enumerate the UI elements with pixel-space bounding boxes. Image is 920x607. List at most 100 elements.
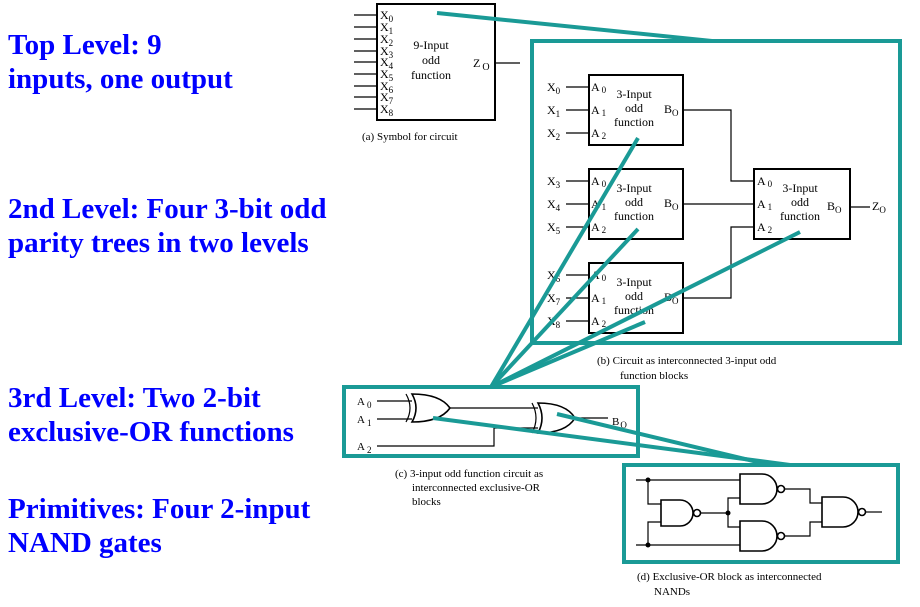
level-2nd-line-2: parity trees in two levels: [8, 227, 309, 259]
panel-a-symbol: X0 X1 X2 X3 X4 X5 X6 X7 X8 9-Input odd f…: [354, 3, 520, 143]
level-2nd-description: 2nd Level: Four 3-bit odd parity trees i…: [8, 192, 327, 260]
xor-gate-2: [531, 402, 576, 434]
connector-b2-to-c: [489, 227, 640, 389]
input-label-x0: X0: [380, 8, 394, 24]
svg-text:odd: odd: [791, 195, 809, 209]
frame-panel-b: [530, 39, 902, 345]
panel-a-input-labels: X0 X1 X2 X3 X4 X5 X6 X7 X8: [380, 8, 394, 118]
nand-gate-1: [660, 499, 702, 527]
level-primitives-line-2: NAND gates: [8, 527, 162, 559]
input-label-x5: X5: [380, 67, 394, 83]
svg-text:3-Input: 3-Input: [616, 275, 652, 289]
caption-b: (b) Circuit as interconnected 3-input od…: [597, 355, 777, 382]
svg-text:blocks: blocks: [412, 496, 441, 508]
svg-text:A1: A1: [591, 103, 606, 118]
highlight-overlays: [342, 11, 902, 564]
level-top-description: Top Level: 9 inputs, one output: [8, 28, 233, 96]
svg-text:X5: X5: [547, 220, 561, 236]
svg-text:odd: odd: [625, 289, 643, 303]
svg-text:interconnected exclusive-OR: interconnected exclusive-OR: [412, 482, 541, 494]
svg-text:A0: A0: [757, 174, 773, 189]
svg-text:odd: odd: [625, 101, 643, 115]
svg-text:X0: X0: [547, 80, 561, 96]
svg-text:(c) 3-input odd function circu: (c) 3-input odd function circuit as: [395, 468, 543, 480]
svg-text:BO: BO: [664, 196, 679, 212]
xor-output-bo-label: BO: [612, 416, 627, 430]
level-top-line-1: Top Level: 9: [8, 29, 162, 61]
input-label-x2: X2: [380, 32, 393, 48]
junction-dot: [645, 542, 651, 548]
panel-d-circuit: (d) Exclusive-OR block as interconnected…: [636, 473, 882, 598]
connector-a-to-b: [436, 11, 713, 43]
svg-text:function: function: [614, 115, 654, 129]
svg-text:3-Input: 3-Input: [782, 181, 818, 195]
nand-gate-4: [821, 496, 867, 528]
svg-text:(b) Circuit as interconnected: (b) Circuit as interconnected 3-input od…: [597, 355, 777, 367]
final-output-label: ZO: [872, 199, 886, 215]
svg-text:odd: odd: [625, 195, 643, 209]
level-3rd-line-2: exclusive-OR functions: [8, 416, 294, 448]
nand-gate-3: [739, 520, 786, 552]
svg-text:X6: X6: [547, 268, 561, 284]
caption-c: (c) 3-input odd function circuit as inte…: [395, 468, 543, 508]
nine-input-block-label: 9-Input odd function: [411, 38, 451, 82]
panel-b-interconnect-wires: [683, 109, 754, 299]
svg-text:A2: A2: [591, 220, 606, 235]
level-top-line-2: inputs, one output: [8, 63, 233, 95]
svg-text:BO: BO: [664, 102, 679, 118]
svg-text:function: function: [614, 303, 654, 317]
block-label-line-3: function: [411, 68, 451, 82]
block-label-line-1: 9-Input: [413, 38, 449, 52]
level-primitives-description: Primitives: Four 2-input NAND gates: [8, 492, 310, 560]
svg-text:A1: A1: [757, 197, 772, 212]
level-3rd-description: 3rd Level: Two 2-bit exclusive-OR functi…: [8, 381, 294, 449]
nine-input-block: [376, 3, 496, 121]
svg-text:A2: A2: [591, 126, 606, 141]
frame-panel-d: [622, 463, 900, 564]
svg-text:X4: X4: [547, 197, 561, 213]
connector-b4-to-c: [490, 230, 801, 389]
svg-text:function blocks: function blocks: [620, 370, 688, 382]
svg-text:3-Input: 3-Input: [616, 87, 652, 101]
input-label-x1: X1: [380, 20, 393, 36]
svg-text:A0: A0: [591, 80, 607, 95]
level-2nd-line-1: 2nd Level: Four 3-bit odd: [8, 193, 327, 225]
caption-d: (d) Exclusive-OR block as interconnected…: [637, 571, 822, 598]
level-3rd-line-1: 3rd Level: Two 2-bit: [8, 382, 261, 414]
svg-text:X7: X7: [547, 291, 561, 307]
svg-text:A2: A2: [757, 220, 772, 235]
input-label-x7: X7: [380, 90, 394, 106]
svg-text:X1: X1: [547, 103, 560, 119]
junction-dot: [645, 477, 651, 483]
svg-text:A1: A1: [591, 291, 606, 306]
input-label-x3: X3: [380, 44, 394, 60]
svg-text:A0: A0: [591, 174, 607, 189]
panel-a-input-wires: [354, 14, 377, 110]
svg-text:3-Input: 3-Input: [616, 181, 652, 195]
svg-text:BO: BO: [827, 199, 842, 215]
svg-text:X2: X2: [547, 126, 560, 142]
block-label-line-2: odd: [422, 53, 440, 67]
svg-text:A2: A2: [591, 314, 606, 329]
connector-b1-to-c: [489, 136, 640, 389]
connector-c2-to-d: [556, 412, 771, 467]
svg-text:NANDs: NANDs: [654, 586, 690, 598]
svg-text:(d) Exclusive-OR block as inte: (d) Exclusive-OR block as interconnected: [637, 571, 822, 583]
svg-text:A1: A1: [591, 197, 606, 212]
input-label-x8: X8: [380, 102, 394, 118]
svg-text:function: function: [780, 209, 820, 223]
level-primitives-line-1: Primitives: Four 2-input: [8, 493, 311, 525]
caption-a: (a) Symbol for circuit: [362, 131, 458, 143]
input-label-x4: X4: [380, 55, 394, 71]
svg-text:function: function: [614, 209, 654, 223]
